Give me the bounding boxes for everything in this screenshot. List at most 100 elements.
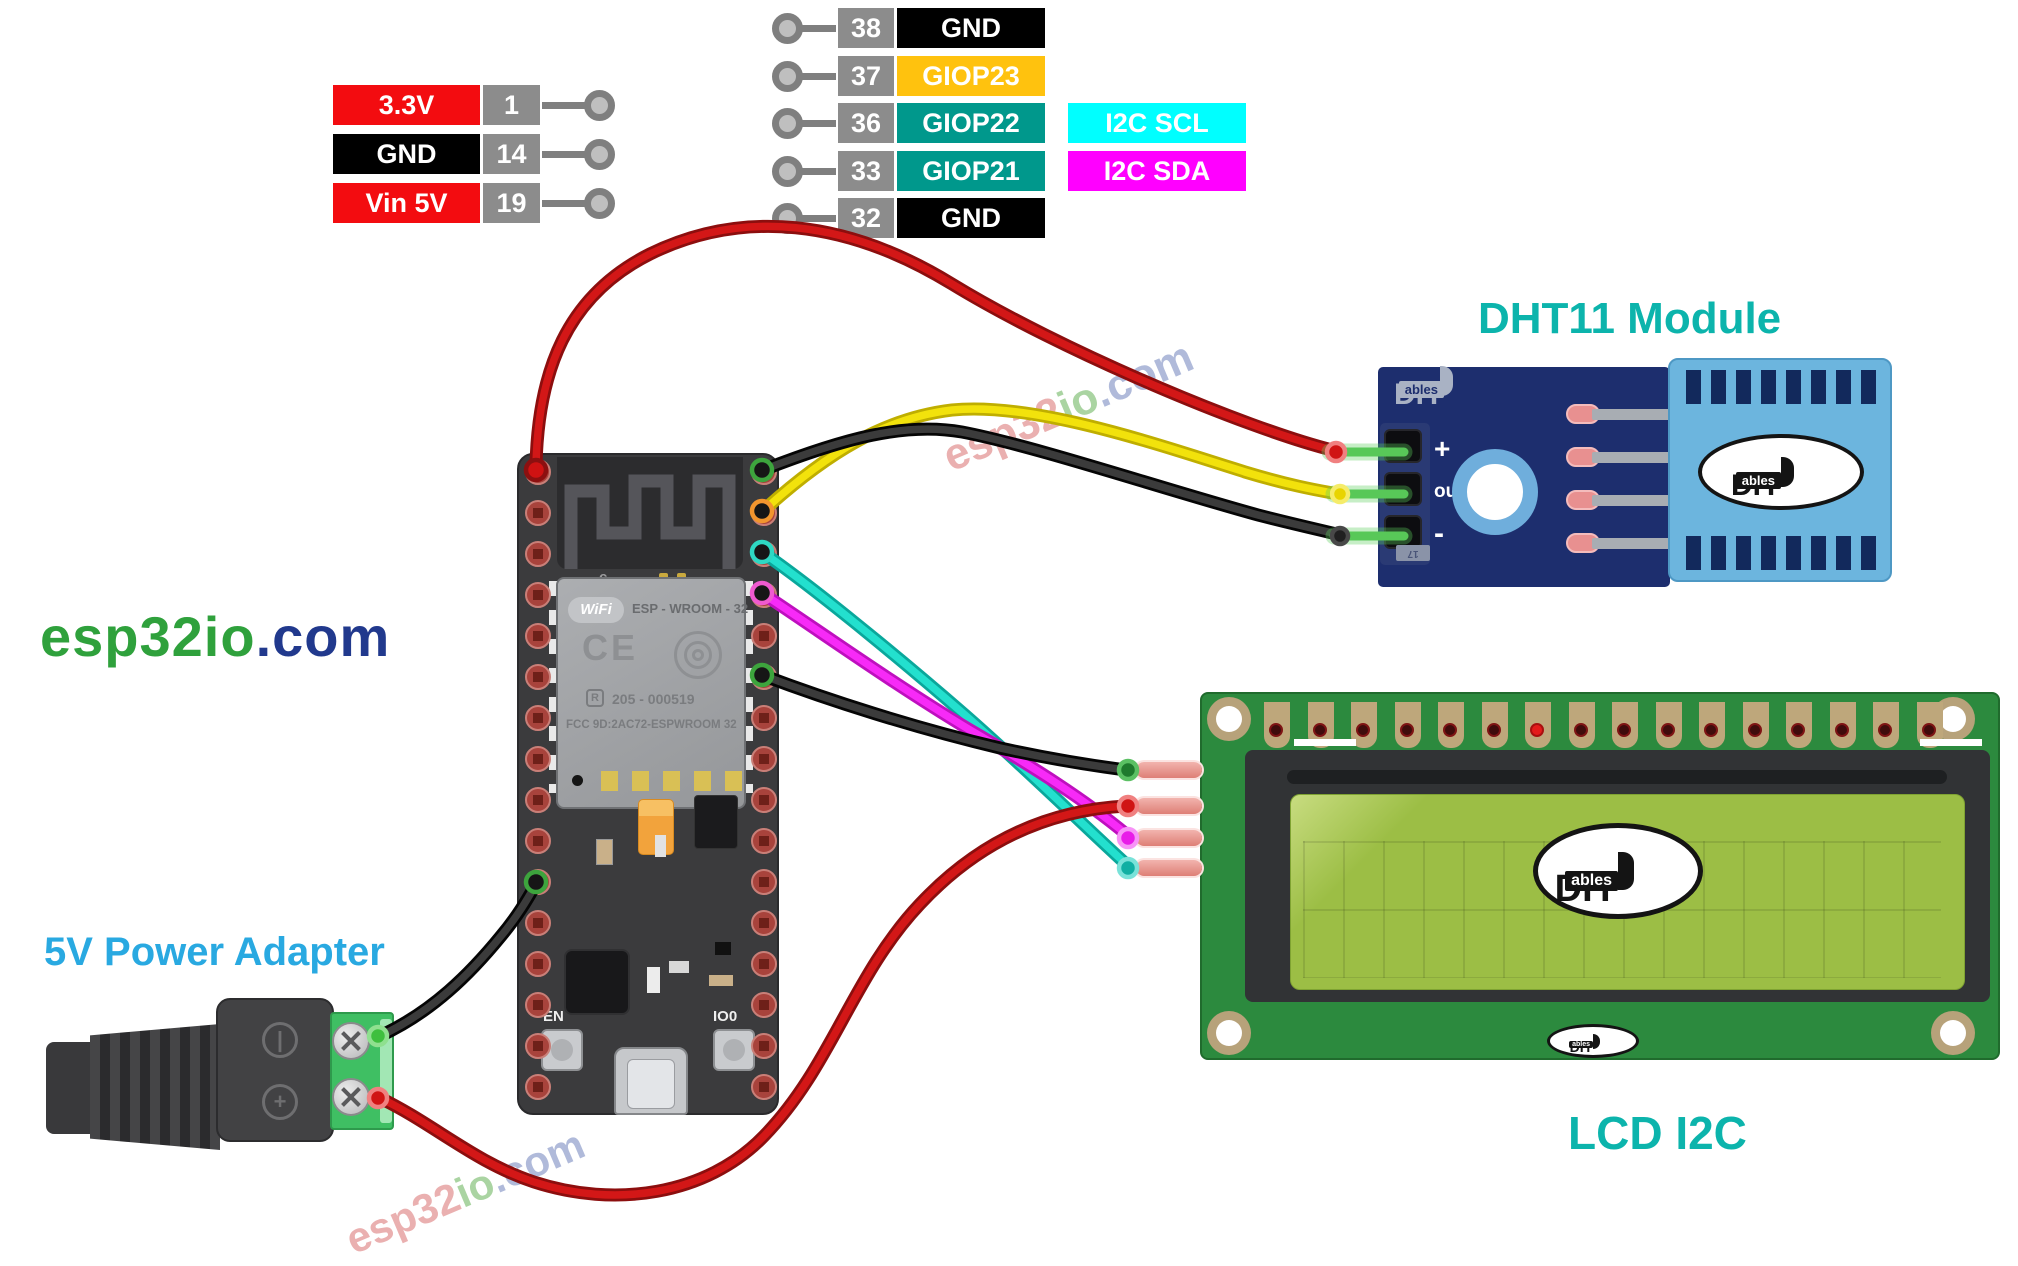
esp32io-logo: esp32io.com [40,604,390,669]
esp32-pin-right-3 [751,582,777,608]
wire-adapter-gnd-black [376,880,540,1040]
pin-label: GIOP21 [897,151,1045,191]
plus-symbol-icon: + [262,1084,298,1120]
wire-terminal-11 [1324,440,1348,464]
esp32-pin-right-4 [751,623,777,649]
top-legend-row-36: 36 GIOP22 I2C SCL [0,103,2018,143]
lcd-screen: DIY ables [1290,794,1965,990]
pin-number: 37 [838,56,894,96]
pin-label: GIOP22 [897,103,1045,143]
logo-esp32io: esp32io [40,605,256,668]
barrel-plug-ridges [90,1024,220,1150]
pin-number: 1 [483,85,540,125]
esp32-pin-left-14 [525,1033,551,1059]
wire-terminal-8 [1116,794,1140,818]
sensor-pin-lead [1592,452,1688,463]
lcd-pin-vcc [1136,798,1202,814]
smd-component [709,975,733,986]
esp32-pin-right-8 [751,787,777,813]
pin-number: 33 [838,151,894,191]
pin-function-label: I2C SCL [1068,103,1246,143]
wire-terminal-7 [1116,758,1140,782]
esp32-chip [564,949,630,1015]
terminal-screw [332,1078,370,1116]
lcd-pad-5 [1481,702,1508,748]
pin-callout-line [542,102,586,109]
power-symbol-icon: | [262,1022,298,1058]
pin-callout-line [800,168,836,175]
esp32-pin-left-5 [525,664,551,690]
esp32-pin-left-2 [525,541,551,567]
esp32-pin-left-0 [525,459,551,485]
wire-i2c-sda-magenta-outline [755,586,1133,841]
esp-wroom-shield: WiFi ESP - WROOM - 32 CE R 205 - 000519 … [556,577,748,809]
diyables-oval-logo-small: DIY ables [1547,1024,1639,1058]
pin-callout-line [800,120,836,127]
lcd-pin-gnd [1136,762,1202,778]
esp32-pin-left-13 [525,992,551,1018]
esp32-pin-right-0 [751,459,777,485]
pin-label: GIOP23 [897,56,1045,96]
esp32-pin-right-7 [751,746,777,772]
lcd-title: LCD I2C [1568,1107,1747,1159]
esp32-pin-left-7 [525,746,551,772]
esp32-pin-left-4 [525,623,551,649]
left-legend-row-vin: Vin 5V 19 [0,183,2018,223]
mounting-hole [1207,697,1251,741]
pin-label: GND [333,134,480,174]
esp32-pin-right-9 [751,828,777,854]
wire-i2c-scl-cyan [758,548,1130,868]
dht11-title: DHT11 Module [1478,294,1782,343]
lcd-pad-11 [1742,702,1769,748]
wire-dht-gnd-black [759,425,1348,540]
lcd-pad-13 [1829,702,1856,748]
sensor-pin-lead [1592,495,1688,506]
lcd-pad-3 [1394,702,1421,748]
dht11-plus-label: + [1434,433,1451,464]
esp32-pin-left-8 [525,787,551,813]
dht11-chip-mark: 17 [1396,545,1430,561]
lcd-pad-6 [1525,702,1551,748]
wire-i2c-scl-cyan-outline [755,545,1133,871]
pin-number: 38 [838,8,894,48]
dht11-minus-label: - [1434,517,1444,550]
esp32-pin-left-3 [525,582,551,608]
top-legend-row-37: 37 GIOP23 [0,56,2018,96]
ic-chip [694,795,738,849]
watermark-esp32: esp32 [935,387,1070,482]
wire-terminal-9 [1116,826,1140,850]
dht11-socket-out [1384,472,1422,506]
micro-usb-port [614,1047,688,1115]
wifi-antenna [557,457,743,569]
mounting-hole [1207,1011,1251,1055]
solder-mark [1920,739,1982,746]
esp32-pin-right-12 [751,951,777,977]
esp32-board: c WiFi ESP - WROOM - 32 CE R 205 - 00051… [517,453,779,1115]
io0-button-label: IO0 [713,1008,738,1025]
barrel-plug-tip [46,1042,92,1134]
top-legend-row-38: 38 GND [0,8,2018,48]
wire-terminal-12 [1329,483,1351,505]
pin-callout-circle [772,156,803,187]
r-certification-icon: R [586,689,604,707]
esp32-pin-right-5 [751,664,777,690]
dht11-pcb: DIY ables + out - 17 [1378,366,1688,587]
dht11-sensor: DIY ables [1668,358,1892,582]
esp32-pin-right-14 [751,1033,777,1059]
watermark-com: .com [482,1120,592,1202]
smd-component [647,967,660,993]
lcd-pad-7 [1568,702,1595,748]
resistor [596,839,613,865]
io0-button [713,1029,755,1071]
esp32-pin-left-11 [525,910,551,936]
esp32-pin-right-15 [751,1074,777,1100]
wire-3v3-red [532,222,1336,470]
pin-callout-line [542,151,586,158]
esp32-pin-right-11 [751,910,777,936]
lcd-pad-9 [1655,702,1682,748]
lcd-pad-8 [1612,702,1638,748]
esp32-pin-left-12 [525,951,551,977]
wire-terminal-10 [1116,856,1140,880]
sensor-pin-lead [1592,538,1688,549]
ables-text: ables [1398,381,1444,398]
